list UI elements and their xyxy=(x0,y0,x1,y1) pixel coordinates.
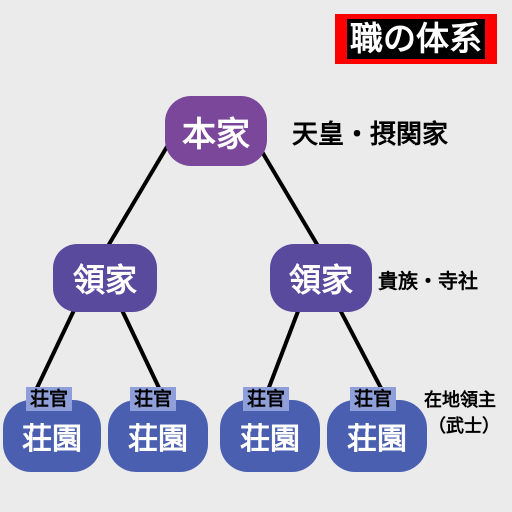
edge-ryoke-right-shoen-3 xyxy=(266,305,302,391)
top-side-label: 天皇・摂関家 xyxy=(292,120,449,150)
edge-honke-ryoke-left xyxy=(106,143,170,248)
shoen-node-2: 荘園 xyxy=(108,400,208,472)
diagram-title: 職の体系 xyxy=(347,19,485,59)
middle-side-label: 貴族・寺社 xyxy=(378,269,478,293)
edge-ryoke-left-shoen-1 xyxy=(34,305,78,391)
honke-label: 本家 xyxy=(182,114,250,155)
ryoke-left-node: 領家 xyxy=(53,244,157,312)
honke-node: 本家 xyxy=(165,96,267,166)
shokan-tag-4: 荘官 xyxy=(350,387,397,411)
ryoke-left-label: 領家 xyxy=(72,261,137,299)
edge-ryoke-left-shoen-2 xyxy=(118,305,162,391)
shoen-label-3: 荘園 xyxy=(240,422,300,457)
edge-honke-ryoke-right xyxy=(256,143,320,248)
shoen-node-1: 荘園 xyxy=(3,400,101,472)
ryoke-right-label: 領家 xyxy=(288,261,353,299)
shokan-tag-2: 荘官 xyxy=(130,387,177,411)
shokan-tag-3: 荘官 xyxy=(243,387,290,411)
shokan-tag-1: 荘官 xyxy=(26,387,73,411)
shoen-label-4: 荘園 xyxy=(347,422,407,457)
edge-ryoke-right-shoen-4 xyxy=(336,305,384,391)
shoen-node-3: 荘園 xyxy=(220,400,320,472)
bottom-side-label-line2: （武士） xyxy=(428,416,500,437)
shoen-label-2: 荘園 xyxy=(128,422,188,457)
shoen-node-4: 荘園 xyxy=(327,400,427,472)
title-box: 職の体系 xyxy=(335,14,497,64)
ryoke-right-node: 領家 xyxy=(270,244,372,312)
bottom-side-label-line1: 在地領主 xyxy=(424,390,496,411)
shoen-label-1: 荘園 xyxy=(22,422,82,457)
